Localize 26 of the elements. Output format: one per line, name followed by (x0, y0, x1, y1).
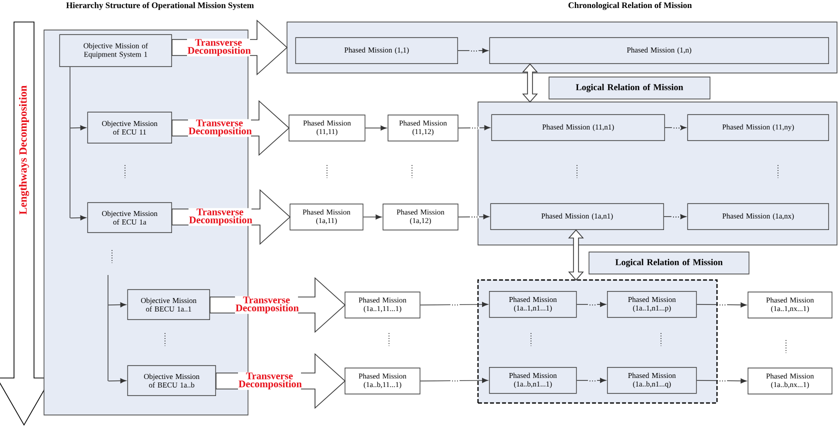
edge-label: Transverse Decomposition (238, 372, 302, 390)
arrow (664, 214, 686, 220)
edge-label: Transverse Decomposition (188, 119, 252, 137)
edge-label: Transverse Decomposition (188, 208, 252, 226)
arrow (420, 302, 488, 307)
heading: Hierarchy Structure of Operational Mission System (66, 2, 254, 10)
arrow (458, 48, 488, 54)
arrow (420, 378, 488, 383)
edge-label: Transverse Decomposition (187, 38, 251, 56)
relation-box: Logical Relation of Mission (588, 252, 750, 274)
branch-arrow (70, 125, 86, 130)
relation-box: Logical Relation of Mission (548, 76, 710, 100)
branch-arrow (70, 215, 86, 220)
side-label: Lengthways Decomposition (18, 84, 30, 216)
arrow (365, 126, 387, 130)
arrow (696, 378, 747, 384)
arrow (576, 378, 606, 383)
arrow (363, 214, 382, 220)
heading: Chronological Relation of Mission (568, 2, 692, 10)
edge-label: Transverse Decomposition (235, 296, 299, 314)
branch-arrow (108, 378, 126, 384)
arrow (576, 302, 606, 307)
arrow (458, 214, 490, 220)
branch-arrow (108, 302, 126, 308)
arrow (696, 302, 747, 308)
arrow (458, 125, 490, 130)
